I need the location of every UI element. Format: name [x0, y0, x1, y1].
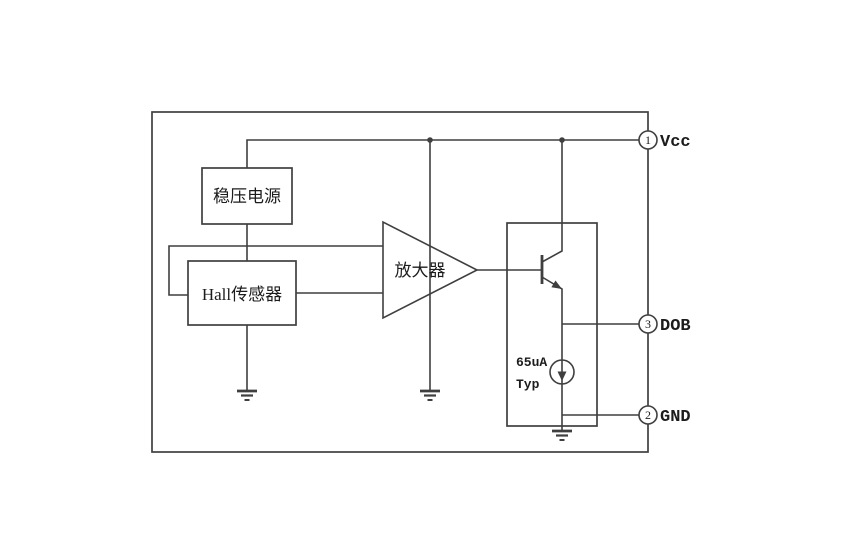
pin-circle: [638, 130, 658, 150]
regulator-label: 稳压电源: [213, 187, 281, 206]
pin-3-dob: 3 DOB: [638, 314, 691, 336]
vcc-bus-wire: [246, 139, 648, 168]
output-ground-symbol: [552, 429, 572, 441]
junction-dot: [559, 137, 565, 143]
pin-number: 2: [645, 408, 651, 422]
pin-circle: [638, 314, 658, 334]
pin-label-gnd: GND: [660, 408, 691, 427]
current-source-symbol: [549, 359, 575, 385]
transistor-collector-wire: [541, 140, 563, 263]
pin-number: 3: [645, 317, 651, 331]
current-source-typ-label: Typ: [516, 377, 540, 392]
junction-dot: [427, 137, 433, 143]
pin-number: 1: [645, 133, 651, 147]
amplifier-ground-symbol: [420, 389, 440, 401]
regulator-block: [201, 167, 293, 225]
pin-1-vcc: 1 Vcc: [638, 130, 691, 152]
current-source-circle: [549, 359, 575, 385]
pin-label-dob: DOB: [660, 317, 691, 336]
pin-circle: [638, 405, 658, 425]
transistor-emitter-arrow: [551, 280, 562, 289]
hall-sensor-label: Hall传感器: [202, 285, 282, 304]
current-source-value-label: 65uA: [516, 355, 547, 370]
pin-2-gnd: 2 GND: [638, 405, 691, 427]
hall-feedback-wire: [168, 245, 383, 296]
amplifier-label: 放大器: [395, 261, 446, 280]
hall-ground-symbol: [237, 389, 257, 401]
pin-label-vcc: Vcc: [660, 133, 691, 152]
current-source-arrow: [557, 371, 567, 381]
hall-sensor-block: [187, 260, 297, 326]
